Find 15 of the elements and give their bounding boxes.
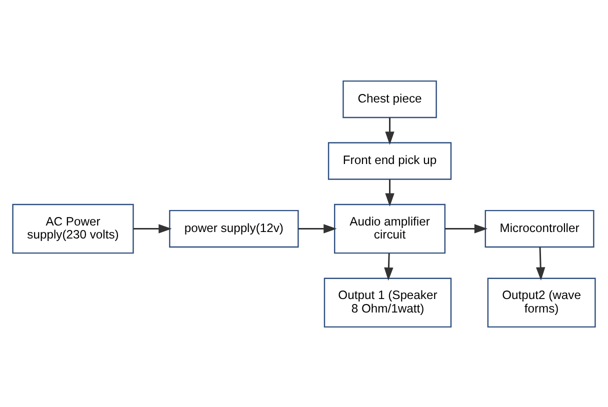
arrow	[298, 224, 337, 233]
node-box: Front end pick up	[328, 142, 452, 180]
node-box: Chest piece	[342, 80, 437, 118]
node-box: Audio amplifier circuit	[334, 203, 446, 254]
node-box: Microcontroller	[484, 209, 594, 248]
node-box: power supply(12v)	[169, 209, 299, 248]
arrow	[385, 178, 394, 206]
node-box: Output 1 (Speaker 8 Ohm/1watt)	[324, 277, 452, 328]
arrow	[445, 224, 488, 233]
arrow	[385, 117, 394, 144]
arrow	[536, 246, 546, 280]
arrow	[133, 224, 172, 233]
node-box: AC Power supply(230 volts)	[12, 203, 134, 254]
arrow	[384, 252, 394, 280]
node-box: Output2 (wave forms)	[487, 277, 596, 328]
